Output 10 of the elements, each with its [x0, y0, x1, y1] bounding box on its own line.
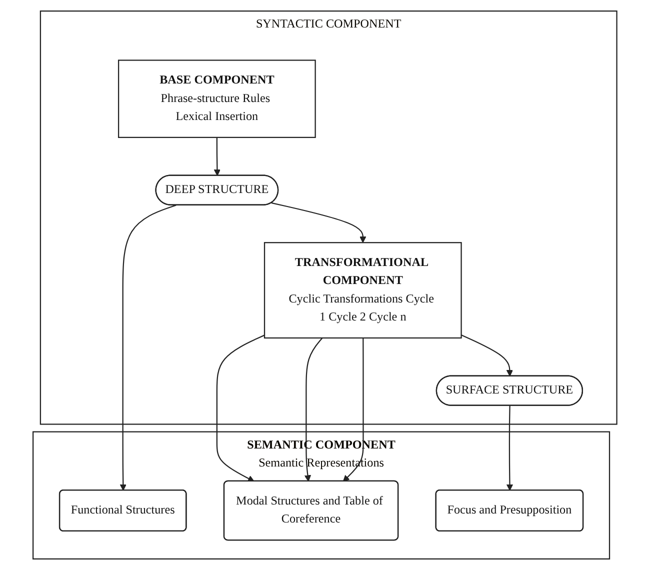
arrow	[461, 334, 514, 376]
arrow	[120, 204, 176, 490]
arrow	[342, 337, 364, 482]
arrow	[304, 337, 323, 482]
arrow	[214, 136, 221, 176]
node-box: BASE COMPONENT Phrase-structure Rules Lexical Insertion	[118, 59, 316, 138]
arrow	[271, 202, 366, 242]
node-box: TRANSFORMATIONAL COMPONENT Cyclic Transformations Cycle 1 Cycle 2 Cycle n	[264, 242, 462, 338]
arrow	[216, 334, 265, 482]
arrow	[506, 405, 514, 490]
